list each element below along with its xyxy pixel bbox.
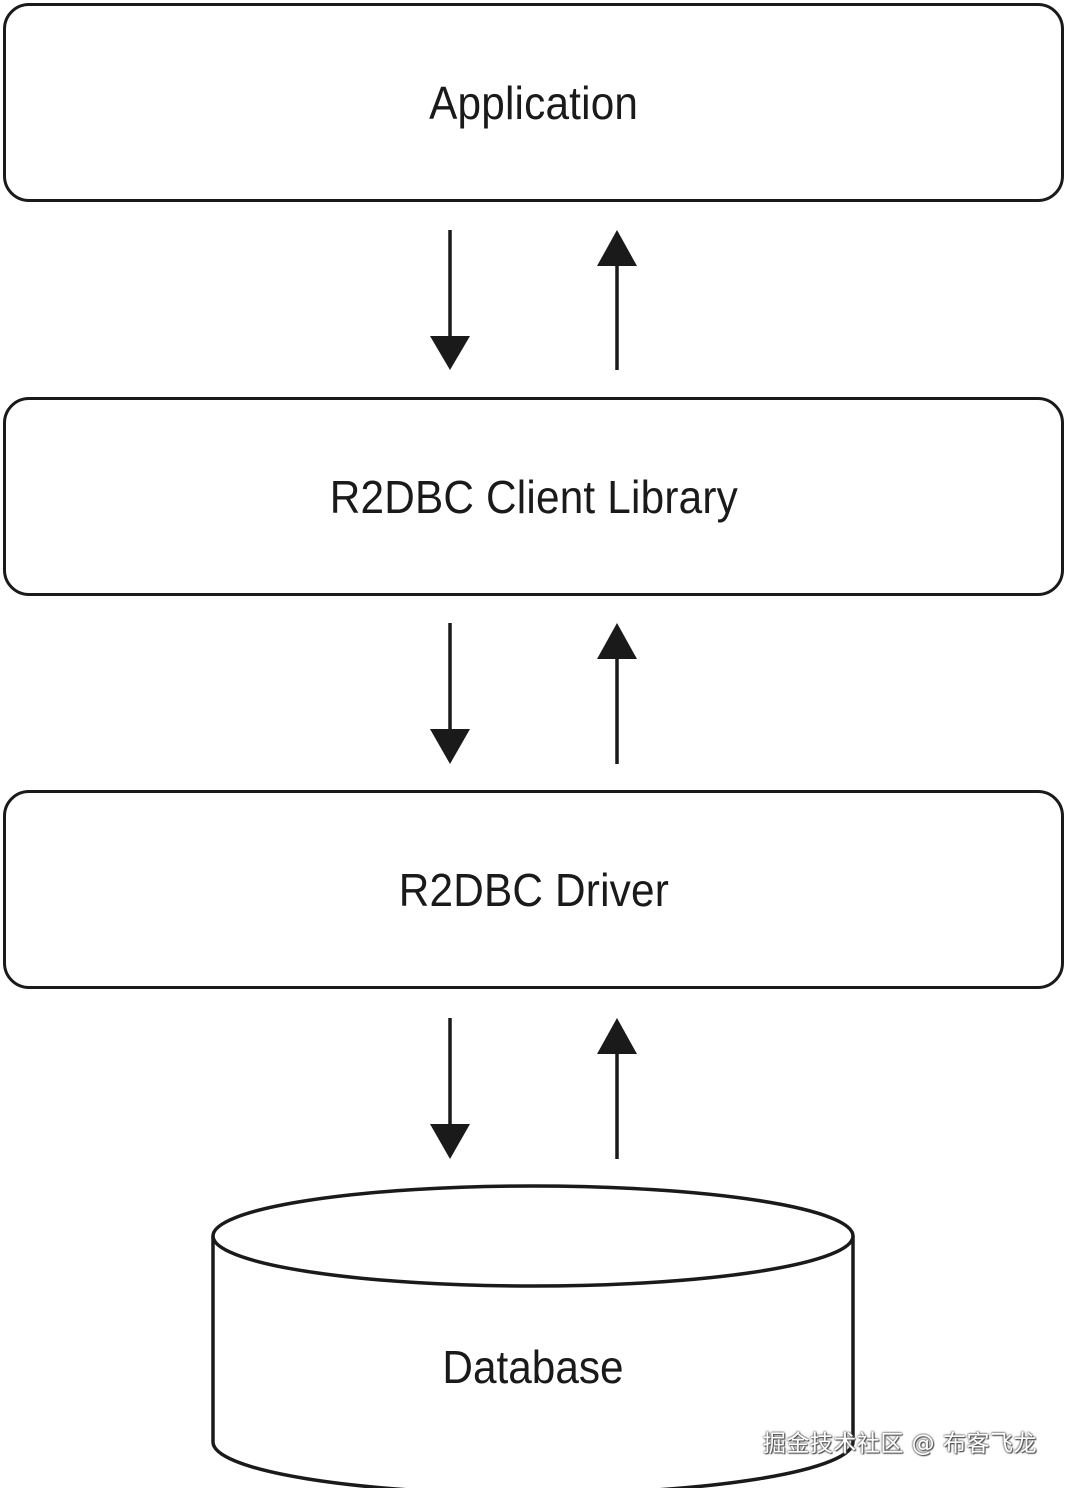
down-arrow-app-to-client (430, 230, 470, 370)
application-label: Application (428, 76, 639, 129)
up-arrow-database-to-driver (597, 1018, 637, 1159)
driver-label: R2DBC Driver (398, 863, 669, 916)
driver-layer-box: R2DBC Driver (3, 790, 1064, 989)
client-library-label: R2DBC Client Library (329, 470, 738, 523)
client-library-layer-box: R2DBC Client Library (3, 397, 1064, 596)
down-arrow-driver-to-database (430, 1018, 470, 1159)
watermark-text: 掘金技术社区 @ 布客飞龙 (762, 1431, 1037, 1457)
up-arrow-client-to-app (597, 230, 637, 370)
down-arrow-client-to-driver (430, 623, 470, 764)
application-layer-box: Application (3, 3, 1064, 202)
database-label: Database (442, 1341, 624, 1393)
up-arrow-driver-to-client (597, 623, 637, 764)
